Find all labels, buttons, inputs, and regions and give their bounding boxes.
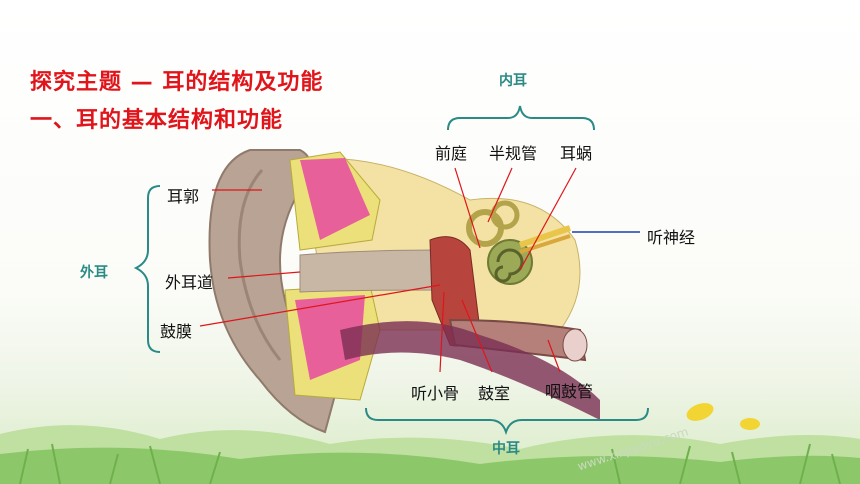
inner-ear-label: 内耳 (499, 73, 527, 89)
semicircular-canals-label: 半规管 (489, 144, 538, 163)
bracket-lines (133, 105, 649, 436)
title-line-2: 一、耳的基本结构和功能 (30, 108, 284, 133)
auditory-nerve-label: 听神经 (647, 228, 696, 247)
auricle-label: 耳郭 (167, 187, 200, 206)
grass-background (0, 403, 860, 484)
ossicles-label: 听小骨 (411, 384, 460, 403)
eustachian-tube-label: 咽鼓管 (545, 382, 594, 401)
cochlea-label: 耳蜗 (560, 144, 593, 163)
ear-canal-label: 外耳道 (165, 273, 214, 292)
eardrum-label: 鼓膜 (160, 322, 193, 341)
title-line-1: 探究主题 — 耳的结构及功能 (30, 70, 324, 95)
middle-ear-label: 中耳 (492, 441, 520, 457)
tympanic-cavity-label: 鼓室 (478, 384, 511, 403)
vestibule-label: 前庭 (435, 144, 468, 163)
outer-ear-label: 外耳 (80, 265, 108, 281)
